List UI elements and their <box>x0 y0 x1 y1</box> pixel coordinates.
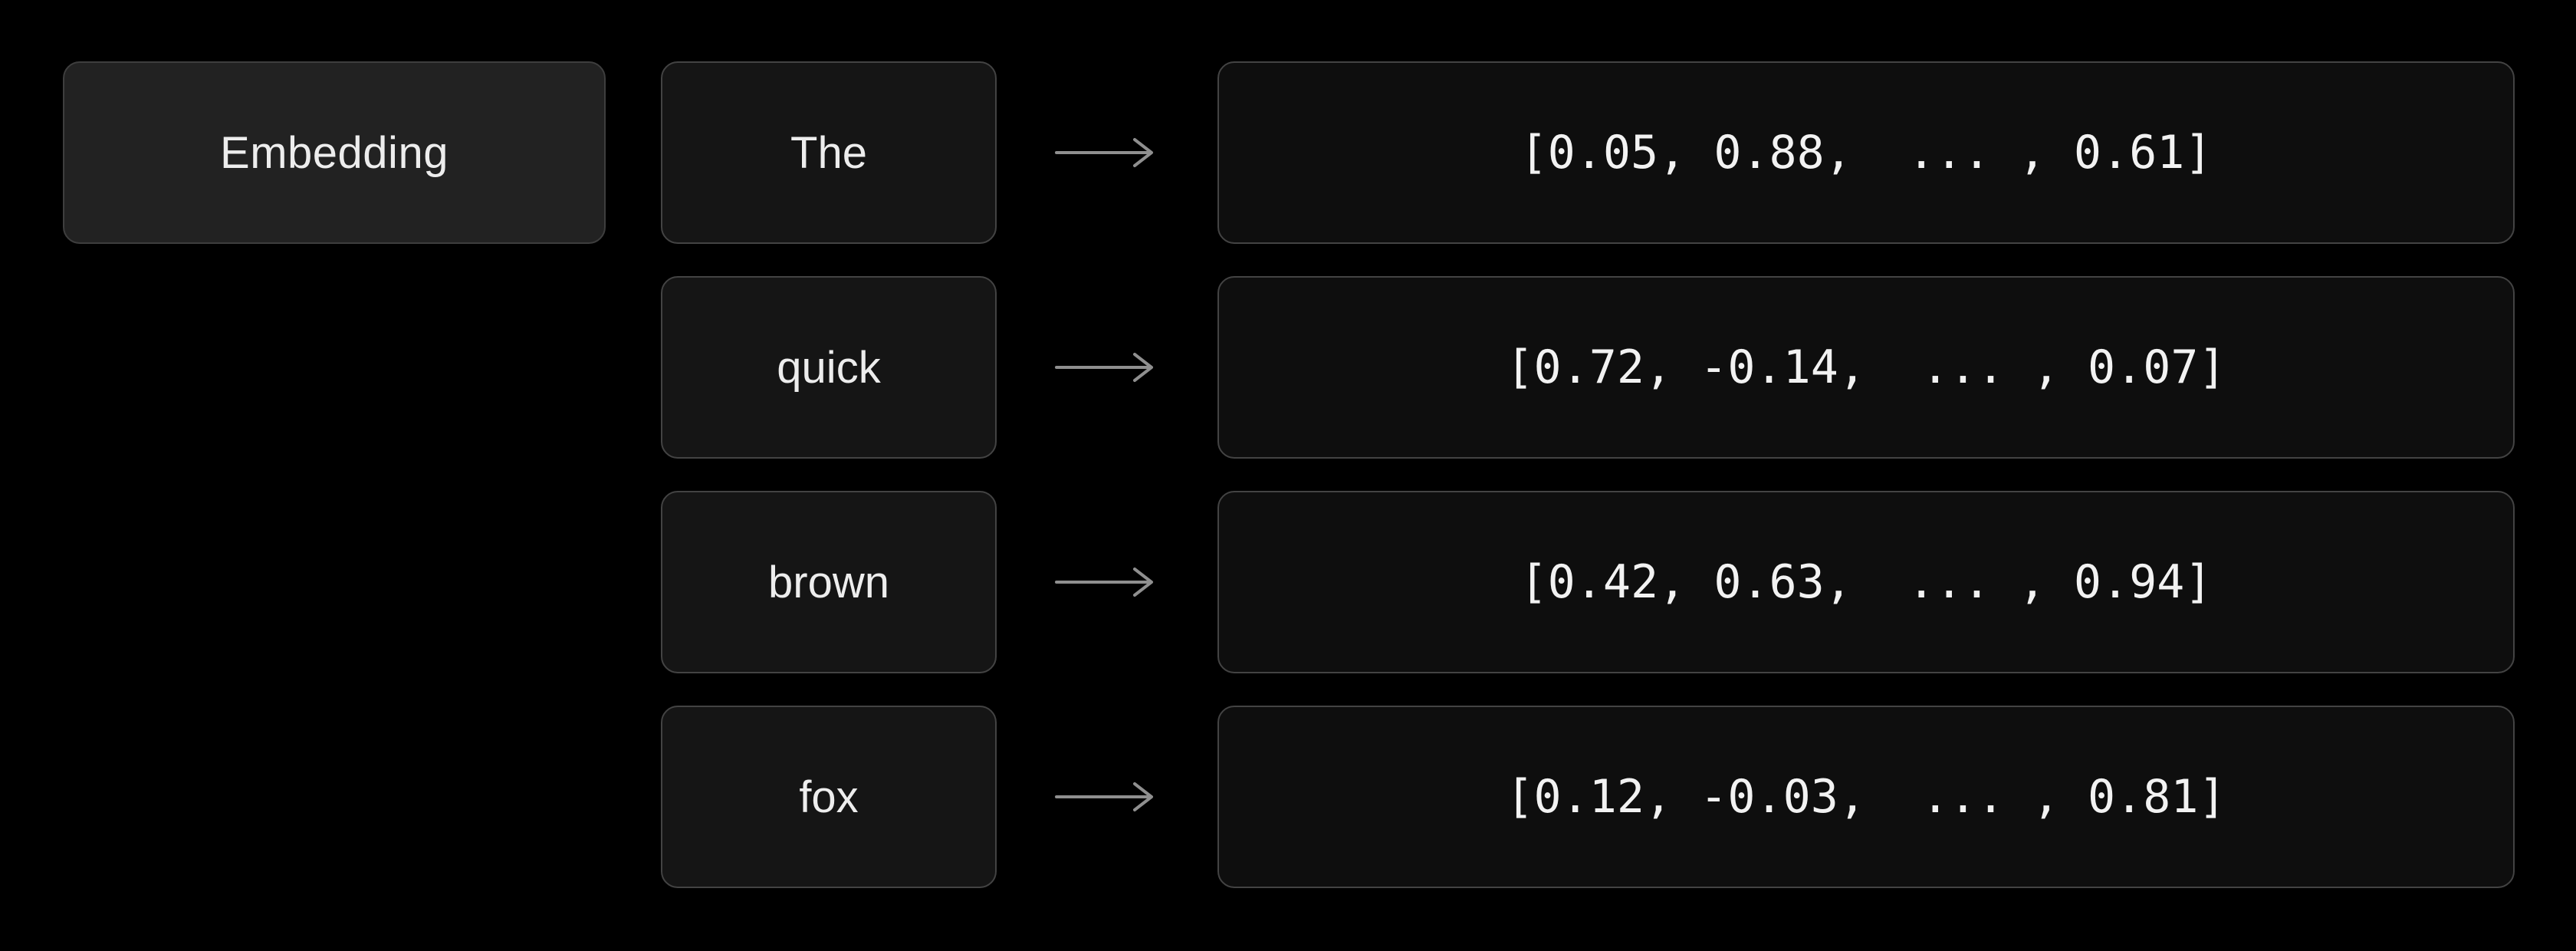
embedding-row: quick [0.72, -0.14, ... , 0.07] <box>0 276 2576 459</box>
token-label: brown <box>768 557 889 607</box>
token-box: quick <box>661 276 997 459</box>
right-arrow-icon <box>1055 568 1153 597</box>
vector-box: [0.72, -0.14, ... , 0.07] <box>1217 276 2515 459</box>
vector-box: [0.12, -0.03, ... , 0.81] <box>1217 706 2515 888</box>
embedding-row: The [0.05, 0.88, ... , 0.61] <box>0 61 2576 244</box>
embedding-title-label: Embedding <box>220 127 449 178</box>
right-arrow-icon <box>1055 138 1153 167</box>
token-label: fox <box>799 772 859 822</box>
right-arrow-icon <box>1055 353 1153 382</box>
vector-value: [0.72, -0.14, ... , 0.07] <box>1506 341 2226 394</box>
token-label: quick <box>777 342 881 393</box>
vector-value: [0.05, 0.88, ... , 0.61] <box>1520 126 2213 179</box>
embedding-row: brown [0.42, 0.63, ... , 0.94] <box>0 491 2576 673</box>
right-arrow-icon <box>1055 782 1153 811</box>
vector-box: [0.05, 0.88, ... , 0.61] <box>1217 61 2515 244</box>
vector-value: [0.12, -0.03, ... , 0.81] <box>1506 770 2226 824</box>
token-box: The <box>661 61 997 244</box>
token-label: The <box>790 127 867 178</box>
vector-value: [0.42, 0.63, ... , 0.94] <box>1520 555 2213 609</box>
embedding-row: fox [0.12, -0.03, ... , 0.81] <box>0 706 2576 888</box>
vector-box: [0.42, 0.63, ... , 0.94] <box>1217 491 2515 673</box>
token-box: fox <box>661 706 997 888</box>
embedding-title-box: Embedding <box>63 61 606 244</box>
token-box: brown <box>661 491 997 673</box>
